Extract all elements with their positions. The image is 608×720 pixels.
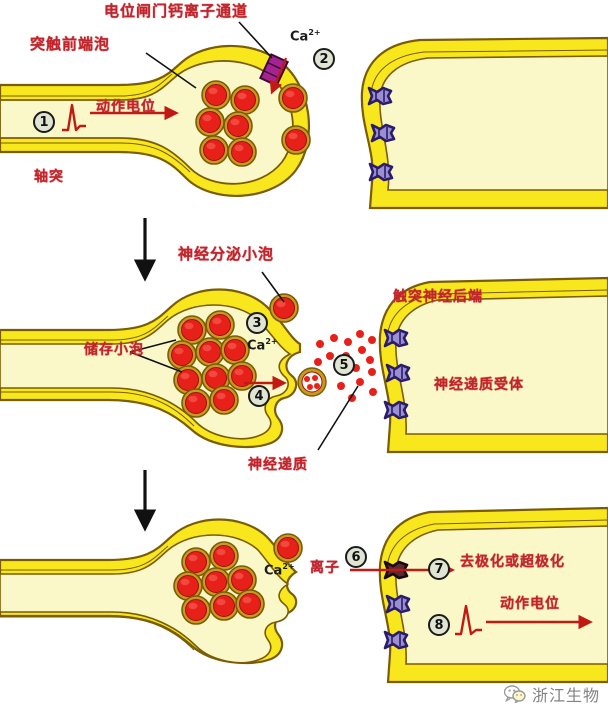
label-calcium-ion-top: Ca2+ [290, 28, 321, 44]
step-marker-1: 1 [33, 111, 55, 133]
label-presynaptic-bouton: 突触前端泡 [30, 35, 111, 53]
step-marker-4: 4 [248, 385, 270, 407]
label-calcium-channel: 电位闸门钙离子通道 [104, 2, 249, 20]
receptor-icon [385, 594, 411, 614]
label-action-potential-bottom: 动作电位 [500, 596, 560, 612]
panel-bottom-graphics [0, 506, 608, 684]
receptor-icon [385, 363, 411, 383]
step-marker-6: 6 [345, 546, 367, 568]
calcium-charge: 2+ [265, 337, 278, 346]
receptor-icon [383, 400, 409, 420]
fusing-vesicle [297, 367, 327, 397]
label-action-potential-top: 动作电位 [96, 99, 156, 115]
label-storage-vesicle: 储存小泡 [84, 342, 144, 358]
watermark: 浙江生物 [503, 682, 600, 706]
receptor-icon [383, 630, 409, 650]
receptor-icon [370, 123, 396, 143]
step-marker-3: 3 [246, 312, 268, 334]
wechat-icon [503, 685, 526, 703]
label-neurotransmitter: 神经递质 [248, 457, 308, 473]
label-axon: 轴突 [34, 169, 64, 185]
label-calcium-ion-bottom: Ca2+ [264, 562, 295, 578]
watermark-text: 浙江生物 [531, 686, 600, 705]
label-depolarization: 去极化或超极化 [460, 554, 565, 570]
label-postsynaptic-terminal: 触突神经后端 [393, 289, 483, 305]
panel-middle-graphics [0, 271, 608, 454]
calcium-symbol: Ca [264, 563, 283, 579]
step-marker-5: 5 [333, 354, 355, 376]
step-marker-7: 7 [428, 558, 450, 580]
step-marker-8: 8 [428, 614, 450, 636]
calcium-charge: 2+ [308, 28, 321, 37]
label-ion: 离子 [310, 560, 340, 576]
calcium-symbol: Ca [247, 338, 266, 354]
receptor-icon [368, 162, 394, 182]
label-calcium-ion-middle: Ca2+ [247, 337, 278, 353]
panel-top-graphics [0, 21, 608, 210]
calcium-symbol: Ca [290, 29, 309, 45]
label-neurotransmitter-receptor: 神经递质受体 [434, 377, 524, 393]
calcium-charge: 2+ [282, 562, 295, 571]
label-secretory-vesicle: 神经分泌小泡 [178, 245, 275, 263]
receptor-icon [367, 86, 393, 106]
receptor-icon [383, 328, 409, 348]
step-marker-2: 2 [313, 48, 335, 70]
